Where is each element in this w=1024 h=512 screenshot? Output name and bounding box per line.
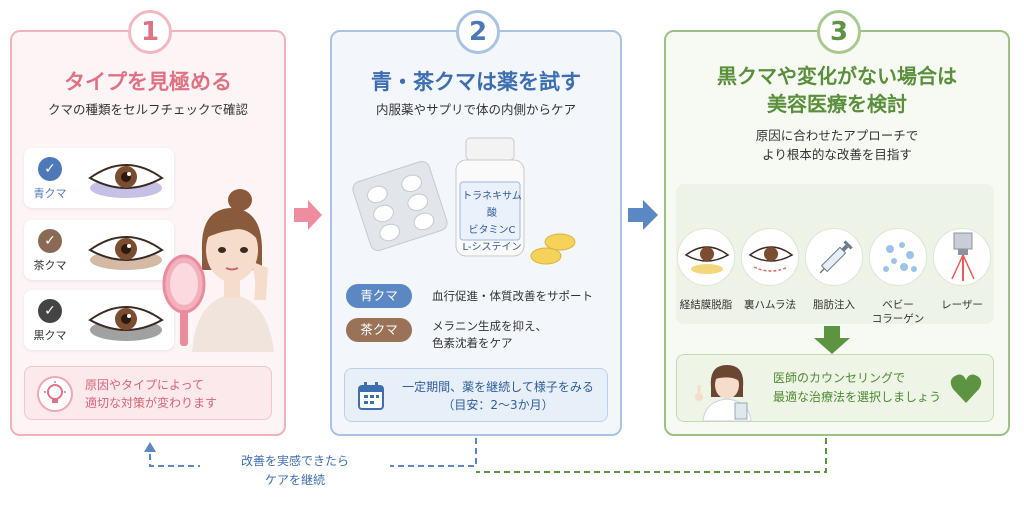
syringe-icon [805, 228, 863, 286]
doctor-callout: 医師のカウンセリングで 最適な治療法を選択しましょう [676, 354, 994, 422]
treatment-item: ベビー コラーゲン [868, 228, 928, 326]
label-line: 脂肪注入 [813, 299, 855, 311]
step3-title: 黒クマや変化がない場合は 美容医療を検討 [666, 62, 1008, 118]
eye-fat-icon [677, 228, 735, 286]
eye-icon [88, 236, 164, 270]
heart-icon [950, 374, 982, 403]
tag-blue-text: 血行促進・体質改善をサポート [432, 288, 593, 305]
feedback-line: ケアを継続 [264, 473, 325, 487]
eye-card-brown: ✓ 茶クマ [24, 220, 174, 280]
step1-subtitle: クマの種類をセルフチェックで確認 [47, 102, 248, 117]
treatment-label: レーザー [932, 298, 992, 312]
eye-card-blue: ✓ 青クマ [24, 148, 174, 208]
bottle-label-line: トラネキサム酸 [462, 191, 522, 219]
step1-callout: 原因やタイプによって 適切な対策が変わります [24, 366, 272, 420]
doctor-text-line: 最適な治療法を選択しましょう [773, 390, 942, 404]
eye-label: 青クマ [33, 187, 67, 200]
tag-brown-text: メラニン生成を抑え、 色素沈着をケア [432, 318, 547, 352]
step3-number: 3 [817, 10, 861, 54]
treatment-item: 脂肪注入 [804, 228, 864, 312]
label-line: 経結膜脱脂 [679, 299, 733, 311]
tablets-icon [530, 233, 576, 265]
note-line: 一定期間、薬を継続して様子をみる [402, 380, 594, 394]
callout-line: 原因やタイプによって [85, 378, 205, 392]
step2-number: 2 [456, 10, 500, 54]
treatment-label: 経結膜脱脂 [676, 298, 736, 312]
doctor-text: 医師のカウンセリングで 最適な治療法を選択しましょう [773, 369, 941, 407]
tag-brown: 茶クマ [346, 318, 412, 342]
step1-number: 1 [128, 10, 172, 54]
step2-title: 青・茶クマは薬を試す [371, 70, 581, 94]
bottle-label: トラネキサム酸 ビタミンC L-システイン [460, 188, 524, 256]
treatment-label: 裏ハムラ法 [740, 298, 800, 312]
laser-icon [933, 228, 991, 286]
eye-label: 茶クマ [33, 259, 67, 272]
eye-icon [88, 306, 164, 341]
blister-pack-icon [352, 160, 448, 252]
note-line: （目安：2〜3か月） [442, 398, 554, 412]
step1-callout-text: 原因やタイプによって 適切な対策が変わります [85, 376, 217, 412]
step2-note: 一定期間、薬を継続して様子をみる （目安：2〜3か月） [344, 368, 608, 422]
arrow-right-icon [294, 200, 322, 230]
eye-icon [88, 164, 164, 198]
dots-icon [869, 228, 927, 286]
step3-panel: 3 黒クマや変化がない場合は 美容医療を検討 原因に合わせたアプローチで より根… [664, 10, 1010, 436]
title-line: 美容医療を検討 [767, 92, 907, 116]
calendar-icon [358, 382, 384, 410]
eye-line-icon [741, 228, 799, 286]
arrow-down-icon [814, 326, 850, 354]
feedback-line: 改善を実感できたら [240, 454, 349, 468]
treatment-item: 裏ハムラ法 [740, 228, 800, 312]
woman-mirror-illustration [162, 189, 274, 352]
label-line: ベビー [882, 299, 914, 311]
eye-label: 黒クマ [33, 329, 67, 342]
tag-text-line: 血行促進・体質改善をサポート [432, 289, 593, 303]
tag-text-line: メラニン生成を抑え、 [432, 319, 547, 333]
step1-title: タイプを見極める [64, 70, 232, 94]
subtitle-line: より根本的な改善を目指す [762, 147, 912, 162]
step2-panel: 2 青・茶クマは薬を試す 内服薬やサプリで体の内側からケア トラネキサム酸 ビタ… [330, 10, 622, 436]
step3-subtitle: 原因に合わせたアプローチで より根本的な改善を目指す [666, 126, 1008, 164]
treatment-item: レーザー [932, 228, 992, 312]
bottle-label-line: L-システイン [462, 242, 522, 253]
tag-blue: 青クマ [346, 284, 412, 308]
eye-card-black: ✓ 黒クマ [24, 290, 174, 350]
label-line: レーザー [941, 299, 983, 311]
treatment-label: ベビー コラーゲン [868, 298, 928, 326]
arrow-right-icon [628, 200, 658, 230]
doctor-text-line: 医師のカウンセリングで [773, 371, 906, 385]
callout-line: 適切な対策が変わります [85, 396, 218, 410]
title-line: 黒クマや変化がない場合は [717, 64, 957, 88]
feedback-text: 改善を実感できたら ケアを継続 [200, 452, 390, 490]
step2-note-text: 一定期間、薬を継続して様子をみる （目安：2〜3か月） [395, 378, 601, 414]
treatment-item: 経結膜脱脂 [676, 228, 736, 312]
bottle-label-line: ビタミンC [468, 225, 516, 236]
tag-text-line: 色素沈着をケア [432, 336, 513, 350]
check-icon: ✓ [38, 299, 62, 323]
check-icon: ✓ [38, 157, 62, 181]
medicine-bottle-icon [455, 137, 525, 257]
label-line: 裏ハムラ法 [744, 299, 796, 311]
subtitle-line: 原因に合わせたアプローチで [755, 128, 919, 143]
label-line: コラーゲン [871, 313, 925, 325]
check-icon: ✓ [38, 229, 62, 253]
doctor-illustration [695, 365, 752, 421]
step2-subtitle: 内服薬やサプリで体の内側からケア [375, 102, 576, 117]
lightbulb-icon [37, 376, 73, 412]
step1-panel: 1 タイプを見極める クマの種類をセルフチェックで確認 ✓ 青クマ ✓ 茶クマ … [10, 10, 286, 436]
treatment-label: 脂肪注入 [804, 298, 864, 312]
